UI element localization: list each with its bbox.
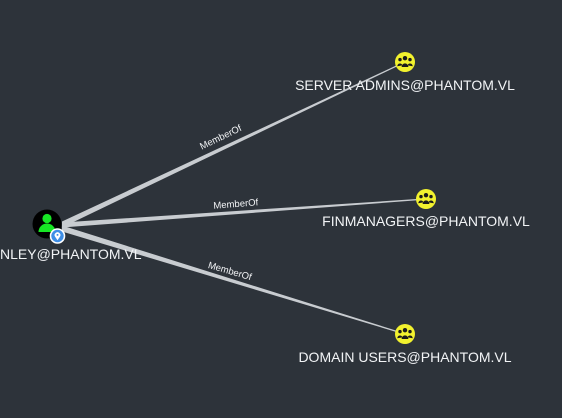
group-icon [397, 328, 413, 339]
user-icon [38, 213, 56, 232]
group-node-server-admins[interactable] [395, 52, 415, 72]
node-label-finmanagers: FINMANAGERS@PHANTOM.VL [322, 213, 530, 229]
location-pin-icon [49, 228, 66, 244]
edge-server-admins[interactable] [62, 61, 405, 228]
node-label-server-admins: SERVER ADMINS@PHANTOM.VL [295, 77, 515, 93]
group-node-domain-users[interactable] [395, 324, 415, 344]
group-icon [397, 56, 413, 67]
edges [62, 61, 426, 335]
user-node-source[interactable] [32, 209, 66, 244]
edge-finmanagers[interactable] [62, 198, 426, 228]
group-node-finmanagers[interactable] [416, 189, 436, 209]
group-icon [418, 193, 434, 204]
edge-domain-users[interactable] [62, 225, 405, 335]
edge-label-finmanagers: MemberOf [213, 197, 259, 211]
node-label-source-user: NLEY@PHANTOM.VL [0, 246, 142, 262]
node-label-domain-users: DOMAIN USERS@PHANTOM.VL [298, 349, 511, 365]
